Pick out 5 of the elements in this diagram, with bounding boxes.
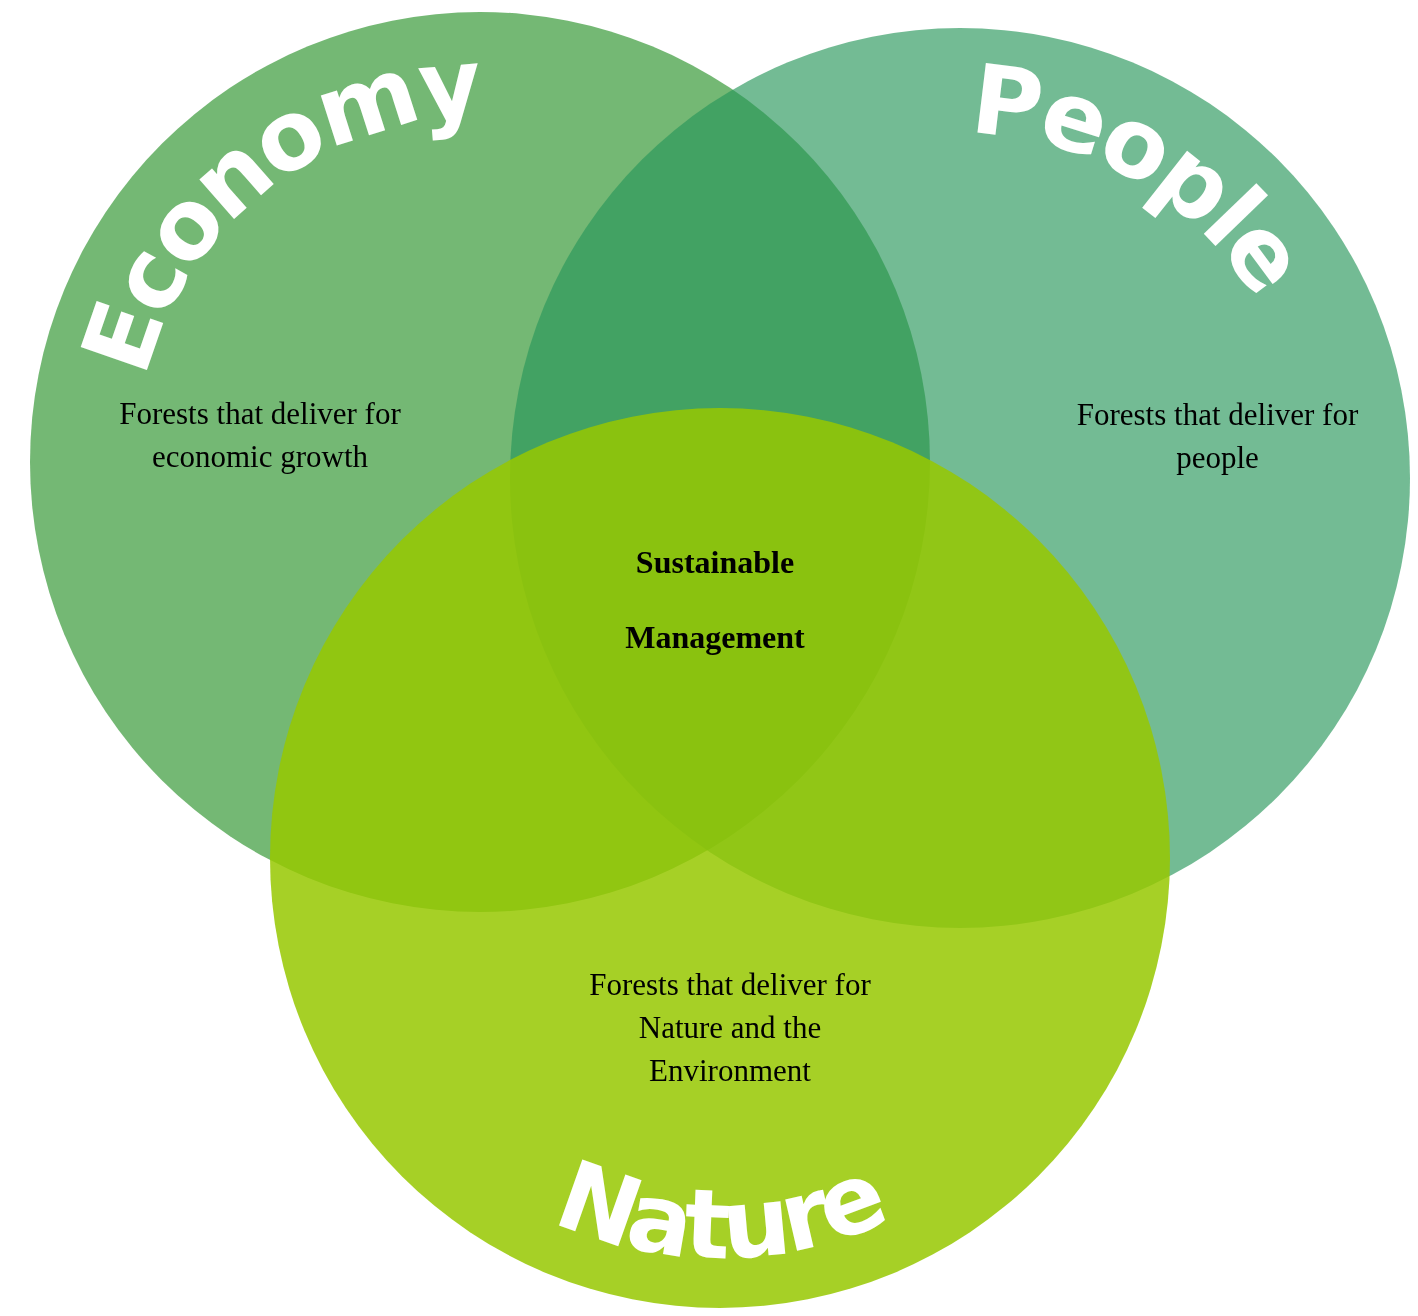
description-text: Forests that deliver for Nature and the Environment: [588, 966, 872, 1090]
overlap-label: Sustainable Management: [624, 543, 806, 657]
circle-title: Nature: [543, 1138, 897, 1283]
description-text: Forests that deliver for economic growth: [118, 395, 402, 476]
description-text: Forests that deliver for people: [1075, 396, 1360, 477]
